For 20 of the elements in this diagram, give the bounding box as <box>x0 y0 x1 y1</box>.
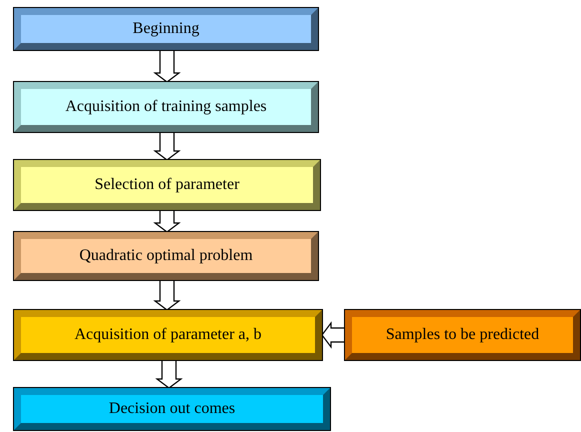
box-label: Selection of parameter <box>94 175 240 195</box>
block-arrow <box>155 359 183 389</box>
block-arrow <box>153 49 181 83</box>
block-arrow <box>153 209 181 233</box>
box-label: Acquisition of parameter a, b <box>74 325 262 345</box>
process-box <box>14 160 320 210</box>
box-label: Samples to be predicted <box>386 325 540 345</box>
block-arrow <box>153 131 181 161</box>
block-arrow <box>153 279 181 311</box>
box-label: Acquisition of training samples <box>65 97 267 117</box>
process-box <box>14 388 330 430</box>
process-box <box>14 8 318 50</box>
box-label: Beginning <box>132 19 200 39</box>
process-box <box>345 310 580 360</box>
process-box <box>14 232 318 280</box>
box-label: Decision out comes <box>108 399 236 419</box>
process-box <box>14 82 318 132</box>
box-label: Quadratic optimal problem <box>79 246 253 266</box>
process-box <box>14 310 322 360</box>
block-arrow <box>321 321 346 349</box>
